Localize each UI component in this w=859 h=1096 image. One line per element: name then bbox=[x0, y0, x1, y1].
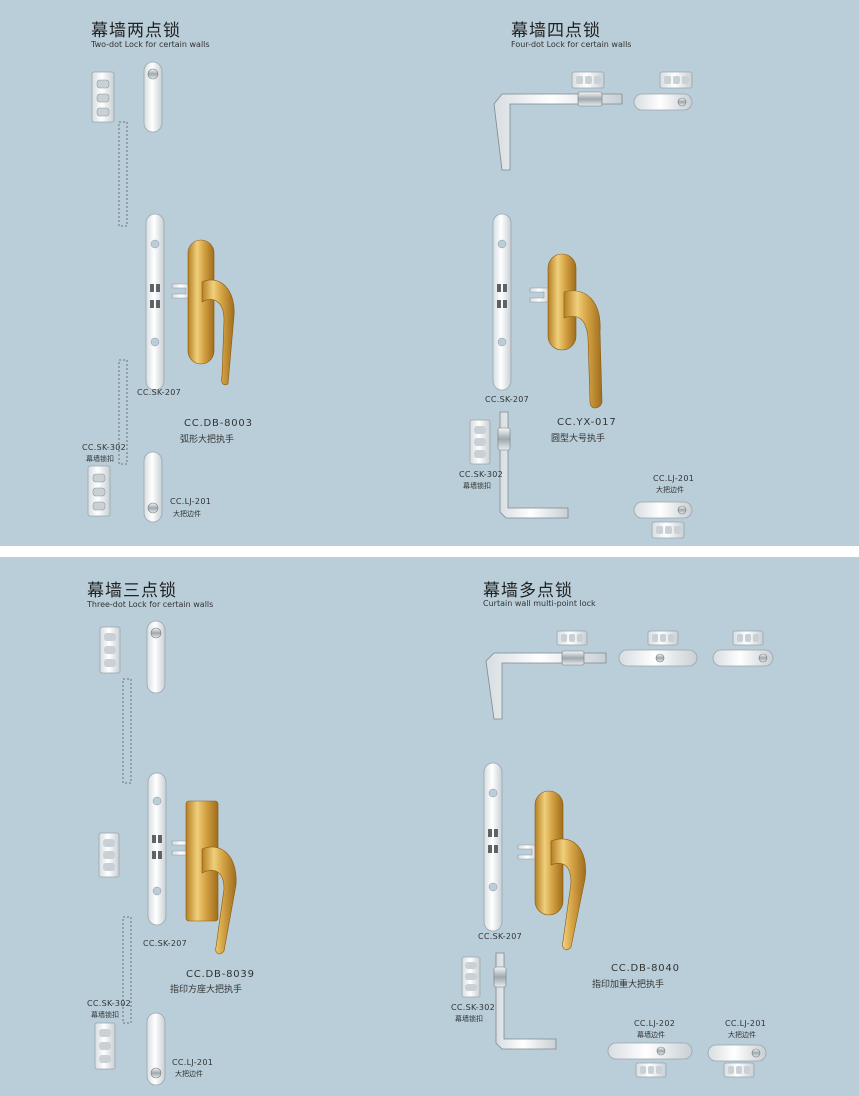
keeper-bracket-bottom bbox=[94, 1022, 116, 1070]
lock-bolt-horizontal-d bbox=[707, 1044, 767, 1062]
connecting-rod-top bbox=[118, 121, 128, 227]
part-code-lj201: CC.LJ-201 bbox=[170, 497, 212, 506]
lock-bolt-bottom bbox=[146, 1012, 166, 1086]
gearbox-strip bbox=[147, 772, 167, 926]
part-name-lj202: 幕墙边件 bbox=[637, 1031, 665, 1039]
part-code-lj201: CC.LJ-201 bbox=[172, 1058, 214, 1067]
part-name-lj201: 大把边件 bbox=[173, 510, 201, 518]
part-name-sk302: 幕墙锁扣 bbox=[86, 455, 114, 463]
section-title-cn: 幕墙两点锁 bbox=[91, 21, 181, 41]
corner-drive-bottom bbox=[497, 411, 569, 519]
lock-bolt-horizontal bbox=[633, 93, 693, 111]
part-name-lj201: 大把边件 bbox=[728, 1031, 756, 1039]
keeper-small-c bbox=[732, 630, 764, 646]
handle-code: CC.DB-8003 bbox=[184, 418, 253, 429]
section-title-en: Curtain wall multi-point lock bbox=[483, 599, 596, 608]
keeper-small-a bbox=[556, 630, 588, 646]
keeper-bracket-middle bbox=[98, 832, 120, 878]
lock-bolt-horizontal-b bbox=[712, 649, 774, 667]
section-three-and-multi-point-lock: 幕墙三点锁 Three-dot Lock for certain walls C… bbox=[0, 557, 859, 1096]
part-code-lj201: CC.LJ-201 bbox=[653, 474, 695, 483]
keeper-bracket-top bbox=[91, 71, 115, 123]
lock-bolt-top bbox=[143, 61, 163, 133]
handle-gold-db8039 bbox=[185, 800, 237, 955]
part-code-lj202: CC.LJ-202 bbox=[634, 1019, 676, 1028]
section-title-en: Four-dot Lock for certain walls bbox=[511, 40, 632, 49]
part-code-sk302: CC.SK-302 bbox=[82, 443, 127, 452]
corner-drive-top bbox=[485, 650, 607, 720]
keeper-bracket-vertical bbox=[461, 956, 481, 998]
gearbox-strip bbox=[483, 762, 503, 932]
keeper-small-b bbox=[659, 71, 693, 89]
part-name-sk302: 幕墙锁扣 bbox=[463, 482, 491, 490]
keeper-small-b bbox=[647, 630, 679, 646]
section-title-en: Three-dot Lock for certain walls bbox=[87, 600, 214, 609]
handle-name: 指印加重大把执手 bbox=[592, 980, 665, 990]
handle-code: CC.DB-8039 bbox=[186, 969, 255, 980]
keeper-small-e bbox=[723, 1062, 755, 1078]
part-name-lj201: 大把边件 bbox=[175, 1070, 203, 1078]
keeper-bracket-bottom bbox=[87, 465, 111, 517]
keeper-small-d bbox=[635, 1062, 667, 1078]
lock-bolt-bottom bbox=[143, 451, 163, 523]
part-code-sk207: CC.SK-207 bbox=[137, 388, 182, 397]
keeper-bracket-top bbox=[99, 626, 121, 674]
handle-gold-yx017 bbox=[547, 253, 603, 409]
part-code-sk207: CC.SK-207 bbox=[143, 939, 188, 948]
part-name-sk302: 幕墙锁扣 bbox=[455, 1015, 483, 1023]
gearbox-strip bbox=[145, 213, 165, 391]
part-name-lj201: 大把边件 bbox=[656, 486, 684, 494]
part-code-sk302: CC.SK-302 bbox=[459, 470, 504, 479]
keeper-small bbox=[651, 521, 685, 539]
corner-drive-bottom bbox=[493, 952, 557, 1050]
lock-bolt-horizontal bbox=[633, 501, 693, 519]
corner-drive-top bbox=[493, 91, 623, 171]
handle-gold-db8040 bbox=[534, 790, 586, 951]
section-title-en: Two-dot Lock for certain walls bbox=[91, 40, 210, 49]
part-code-sk207: CC.SK-207 bbox=[485, 395, 530, 404]
handle-code: CC.DB-8040 bbox=[611, 963, 680, 974]
section-title-cn: 幕墙三点锁 bbox=[87, 581, 177, 601]
handle-name: 弧形大把执手 bbox=[180, 435, 235, 445]
handle-code: CC.YX-017 bbox=[557, 417, 617, 428]
connecting-rod-bottom bbox=[118, 359, 128, 465]
lock-bolt-horizontal-a bbox=[618, 649, 698, 667]
part-code-sk207: CC.SK-207 bbox=[478, 932, 523, 941]
lock-bolt-top bbox=[146, 620, 166, 694]
part-code-sk302: CC.SK-302 bbox=[451, 1003, 496, 1012]
handle-name: 指印方座大把执手 bbox=[170, 985, 243, 995]
keeper-small-a bbox=[571, 71, 605, 89]
part-name-sk302: 幕墙锁扣 bbox=[91, 1011, 119, 1019]
section-title-cn: 幕墙四点锁 bbox=[511, 21, 601, 41]
connecting-rod-top bbox=[122, 678, 132, 784]
gearbox-strip bbox=[492, 213, 512, 391]
handle-name: 圆型大号执手 bbox=[551, 434, 606, 444]
handle-gold-db8003 bbox=[187, 239, 235, 386]
section-title-cn: 幕墙多点锁 bbox=[483, 581, 573, 601]
section-two-dot-lock: 幕墙两点锁 Two-dot Lock for certain walls CC.… bbox=[0, 0, 859, 546]
part-code-lj201: CC.LJ-201 bbox=[725, 1019, 767, 1028]
lock-bolt-horizontal-c bbox=[607, 1042, 693, 1060]
part-code-sk302: CC.SK-302 bbox=[87, 999, 132, 1008]
keeper-bracket-vertical bbox=[469, 419, 491, 465]
connecting-rod-bottom bbox=[122, 916, 132, 1024]
